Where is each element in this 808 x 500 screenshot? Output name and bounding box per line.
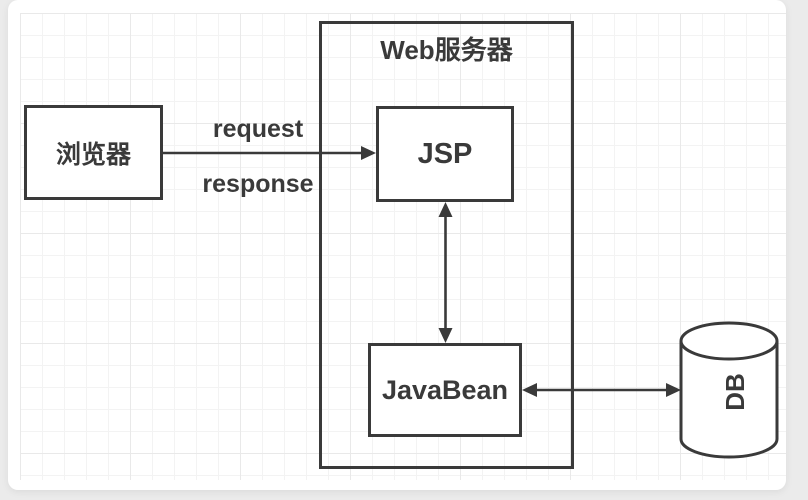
jsp-label: JSP: [417, 137, 473, 170]
browser-node: 浏览器: [24, 105, 163, 200]
javabean-node: JavaBean: [368, 343, 522, 437]
browser-jsp-arrow: [163, 146, 376, 160]
arrowhead-down-icon: [438, 328, 453, 343]
javabean-label: JavaBean: [381, 374, 509, 405]
javabean-db-arrow: [522, 383, 681, 397]
request-edge-label: request: [212, 115, 304, 143]
db-cylinder-top: [679, 321, 779, 361]
db-label: DB: [720, 373, 750, 411]
web-server-container: [319, 21, 574, 469]
arrowhead-left-icon: [522, 383, 537, 397]
jsp-javabean-arrow: [438, 202, 453, 343]
response-edge-label: response: [202, 170, 314, 198]
arrowhead-right-icon: [361, 146, 376, 160]
db-cylinder-body: [679, 341, 779, 459]
arrowhead-right-icon: [666, 383, 681, 397]
connectors-layer: DB: [163, 146, 779, 459]
browser-label: 浏览器: [55, 140, 131, 169]
arrowhead-up-icon: [438, 202, 453, 217]
jsp-node: JSP: [376, 106, 514, 202]
diagram-canvas: DB Web服务器 浏览器 JSP JavaBean request respo…: [8, 0, 786, 490]
web-server-label: Web服务器: [380, 35, 513, 65]
db-cylinder: DB: [679, 321, 779, 459]
